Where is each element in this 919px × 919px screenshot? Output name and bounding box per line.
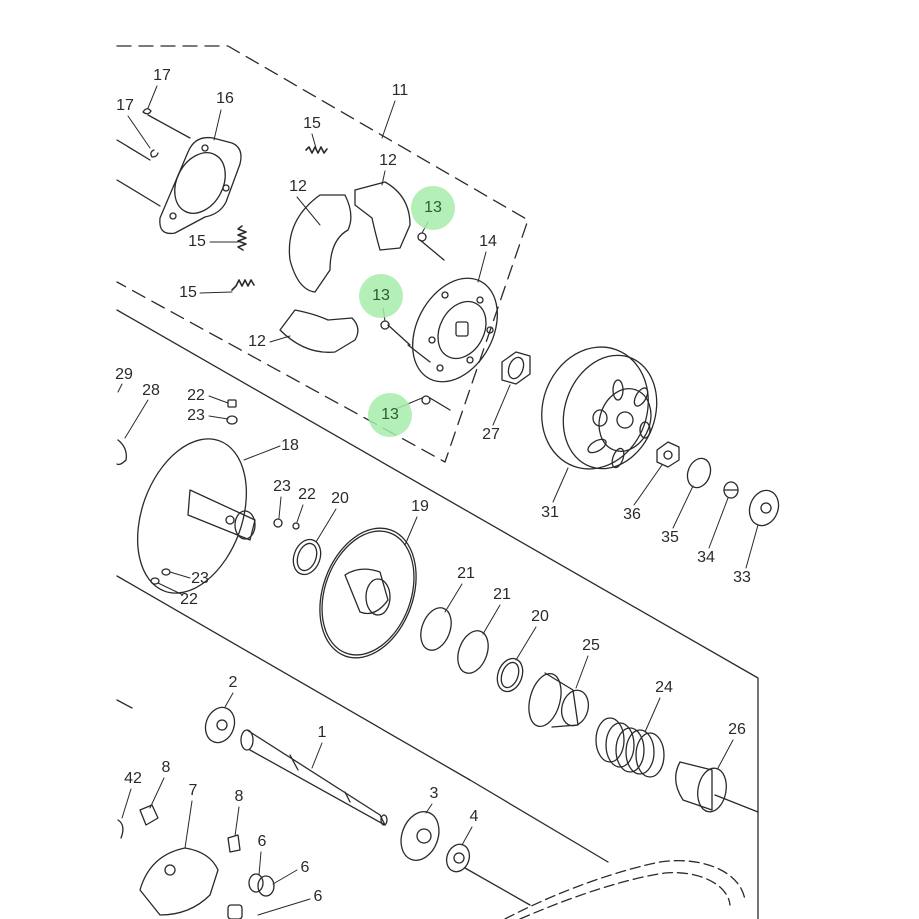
highlight-13-upper[interactable]	[411, 186, 455, 230]
highlighted-part-label-13: 13	[372, 287, 390, 304]
part-label-2: 2	[228, 674, 238, 691]
part-31-housing	[541, 346, 658, 470]
part-label-19: 19	[411, 498, 429, 515]
part-21-orings	[420, 607, 489, 674]
part-label-17: 17	[116, 97, 134, 114]
part-13-nuts	[380, 232, 431, 405]
part-label-21: 21	[493, 586, 511, 603]
part-label-14: 14	[479, 233, 497, 250]
part-14-plate	[412, 277, 498, 383]
part-label-15: 15	[303, 115, 321, 132]
highlight-13-lower[interactable]	[368, 393, 412, 437]
part-label-22: 22	[187, 387, 205, 404]
part-label-12: 12	[379, 152, 397, 169]
part-25-sleeve	[528, 672, 590, 728]
part-label-15: 15	[188, 233, 206, 250]
part-3-bearing	[400, 811, 440, 861]
drive-belt	[504, 860, 746, 919]
part-label-26: 26	[728, 721, 746, 738]
part-label-15: 15	[179, 284, 197, 301]
part-12-shoes	[279, 181, 411, 353]
part-label-27: 27	[482, 426, 500, 443]
part-18-sheave	[136, 438, 256, 594]
part-label-20: 20	[531, 608, 549, 625]
part-27-nut	[501, 351, 531, 385]
part-7-holder	[139, 847, 219, 916]
part-label-34: 34	[697, 549, 715, 566]
part-label-23: 23	[187, 407, 205, 424]
part-label-1: 1	[317, 724, 327, 741]
part-26-collar	[675, 761, 759, 813]
part-label-18: 18	[281, 437, 299, 454]
part-19-sheave	[319, 527, 417, 659]
part-28-seal	[116, 439, 127, 466]
part-label-29: 29	[115, 366, 133, 383]
part-label-3: 3	[429, 785, 439, 802]
part-label-22: 22	[180, 591, 198, 608]
part-label-36: 36	[623, 506, 641, 523]
part-label-25: 25	[582, 637, 600, 654]
part-label-42: 42	[124, 770, 142, 787]
part-35-ring	[686, 457, 712, 489]
part-label-23: 23	[273, 478, 291, 495]
part-label-6: 6	[313, 888, 323, 905]
part-label-23: 23	[191, 570, 209, 587]
clutch-assembly-boundary	[116, 45, 529, 463]
part-34-collar	[723, 481, 739, 499]
part-label-17: 17	[153, 67, 171, 84]
part-label-20: 20	[331, 490, 349, 507]
highlighted-part-label-13: 13	[424, 199, 442, 216]
part-label-4: 4	[469, 808, 479, 825]
part-36-nut	[656, 441, 680, 468]
highlight-13-middle[interactable]	[359, 274, 403, 318]
part-17-clips	[142, 108, 159, 158]
part-15-springs	[231, 146, 328, 291]
part-label-8: 8	[234, 788, 244, 805]
part-16-plate	[159, 136, 242, 235]
part-label-16: 16	[216, 90, 234, 107]
part-6-rollers	[227, 873, 275, 919]
part-label-31: 31	[541, 504, 559, 521]
part-label-6: 6	[257, 833, 267, 850]
leader-lines	[117, 85, 759, 916]
part-label-11: 11	[391, 82, 409, 99]
part-20-seals	[292, 538, 524, 693]
part-24-spring	[595, 717, 665, 778]
sheave-assembly-boundary	[116, 309, 759, 919]
part-label-28: 28	[142, 382, 160, 399]
part-2-bearing	[204, 706, 236, 744]
part-label-35: 35	[661, 529, 679, 546]
part-label-7: 7	[188, 782, 198, 799]
part-4-seal	[445, 843, 471, 873]
part-label-12: 12	[289, 178, 307, 195]
part-14-pins	[387, 239, 451, 411]
part-16-axis-lines	[116, 114, 191, 207]
part-label-22: 22	[298, 486, 316, 503]
part-4-axis-line	[464, 867, 531, 906]
highlighted-part-label-13: 13	[381, 406, 399, 423]
part-label-24: 24	[655, 679, 673, 696]
part-1-shaft	[240, 729, 388, 826]
part-label-12: 12	[248, 333, 266, 350]
part-label-6: 6	[300, 859, 310, 876]
part-label-33: 33	[733, 569, 751, 586]
part-label-8: 8	[161, 759, 171, 776]
part-42-clip	[117, 819, 124, 839]
part-label-21: 21	[457, 565, 475, 582]
part-33-bearing	[748, 489, 780, 527]
